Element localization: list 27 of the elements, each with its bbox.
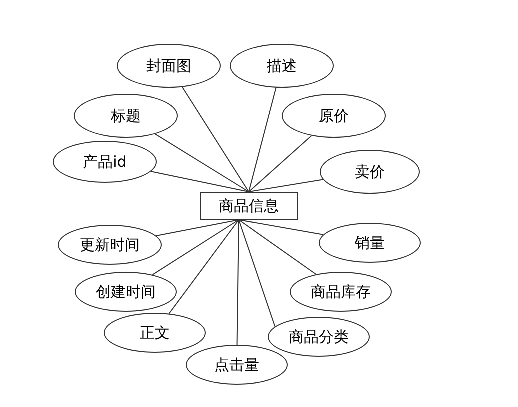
connector-line bbox=[238, 220, 324, 236]
attribute-ellipse: 创建时间 bbox=[75, 272, 177, 312]
connector-line bbox=[152, 220, 240, 276]
connector-line bbox=[236, 220, 240, 346]
attribute-ellipse: 商品库存 bbox=[290, 272, 392, 312]
connector-line bbox=[248, 87, 277, 192]
connector-line bbox=[238, 220, 317, 276]
connector-line bbox=[168, 220, 240, 314]
connector-line bbox=[238, 220, 276, 328]
connector-line bbox=[248, 135, 312, 192]
connector-line bbox=[150, 171, 250, 192]
entity-box: 商品信息 bbox=[200, 192, 298, 220]
attribute-ellipse: 商品分类 bbox=[268, 317, 370, 357]
connector-line bbox=[248, 179, 324, 192]
attribute-ellipse: 产品id bbox=[53, 141, 157, 183]
attribute-ellipse: 卖价 bbox=[320, 150, 420, 194]
connector-line bbox=[182, 86, 250, 192]
attribute-ellipse: 原价 bbox=[282, 94, 386, 138]
attribute-ellipse: 更新时间 bbox=[58, 225, 162, 265]
connector-line bbox=[154, 134, 250, 192]
attribute-ellipse: 点击量 bbox=[186, 345, 288, 385]
attribute-ellipse: 封面图 bbox=[117, 44, 221, 88]
attribute-ellipse: 标题 bbox=[74, 94, 178, 138]
connector-line bbox=[156, 220, 240, 236]
attribute-ellipse: 正文 bbox=[104, 313, 206, 353]
attribute-ellipse: 销量 bbox=[319, 223, 421, 263]
attribute-ellipse: 描述 bbox=[230, 44, 334, 88]
